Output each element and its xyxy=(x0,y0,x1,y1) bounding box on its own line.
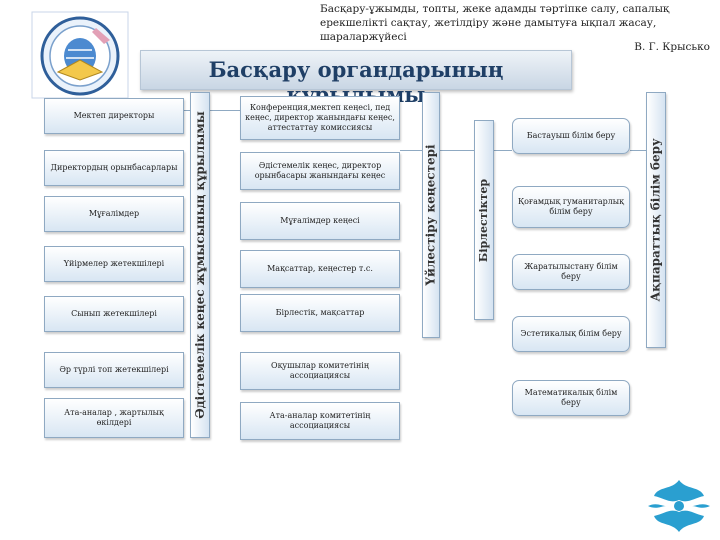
vertical-label-method-council: Әдістемелік кеңес жұмысының құрылымы xyxy=(190,92,210,438)
node-parents: Ата-аналар , жартылық өкілдері xyxy=(44,398,184,438)
node-class-teachers: Сынып жетекшілері xyxy=(44,296,184,332)
connector-line xyxy=(184,110,190,111)
connector-line xyxy=(440,150,474,151)
node-teachers: Мұғалімдер xyxy=(44,196,184,232)
node-student-committee: Оқушылар комитетінің ассоциациясы xyxy=(240,352,400,390)
vertical-label-informational-education: Ақпараттық білім беру xyxy=(646,92,666,348)
node-method-council: Әдістемелік кеңес, директор орынбасары ж… xyxy=(240,152,400,190)
header-quote: Басқару-ұжымды, топты, жеке адамды тәрті… xyxy=(320,3,670,43)
connector-line xyxy=(400,150,422,151)
node-deputy-directors: Директордың орынбасарлары xyxy=(44,150,184,186)
node-primary-education: Бастауыш білім беру xyxy=(512,118,630,154)
node-math-education: Математикалық білім беру xyxy=(512,380,630,416)
associations-text: Бірлестіктер xyxy=(477,178,491,262)
school-logo xyxy=(30,10,130,100)
connector-line xyxy=(210,110,240,111)
node-natural-science-education: Жаратылыстану білім беру xyxy=(512,254,630,290)
vertical-label-associations: Бірлестіктер xyxy=(474,120,494,320)
quote-author: В. Г. Крысько xyxy=(634,41,710,53)
node-parent-committee: Ата-аналар комитетінің ассоциациясы xyxy=(240,402,400,440)
vertical-label-coordination-councils: Үйлестіру кеңестері xyxy=(422,92,440,338)
node-conference: Конференция,мектеп кеңесі, пед кеңес, ди… xyxy=(240,96,400,140)
node-club-leaders: Үйірмелер жетекшілері xyxy=(44,246,184,282)
connector-line xyxy=(630,150,646,151)
diagram-title-bar: Басқару органдарының құрылымы xyxy=(140,50,572,107)
connector-line xyxy=(494,150,512,151)
method-council-text: Әдістемелік кеңес жұмысының құрылымы xyxy=(193,111,207,419)
coordination-councils-text: Үйлестіру кеңестері xyxy=(424,144,438,286)
node-aesthetic-education: Эстетикалық білім беру xyxy=(512,316,630,352)
node-humanitarian-education: Қоғамдық гуманитарлық білім беру xyxy=(512,186,630,228)
informational-education-text: Ақпараттық білім беру xyxy=(649,138,663,302)
node-group-leaders: Әр түрлі топ жетекшілері xyxy=(44,352,184,388)
node-school-director: Мектеп директоры xyxy=(44,98,184,134)
node-associations: Бірлестік, мақсаттар xyxy=(240,294,400,332)
node-goals: Мақсаттар, кеңестер т.с. xyxy=(240,250,400,288)
kazakh-ornament-icon xyxy=(644,476,714,536)
diagram-title: Басқару органдарының құрылымы xyxy=(208,57,504,107)
node-teachers-council: Мұғалімдер кеңесі xyxy=(240,202,400,240)
